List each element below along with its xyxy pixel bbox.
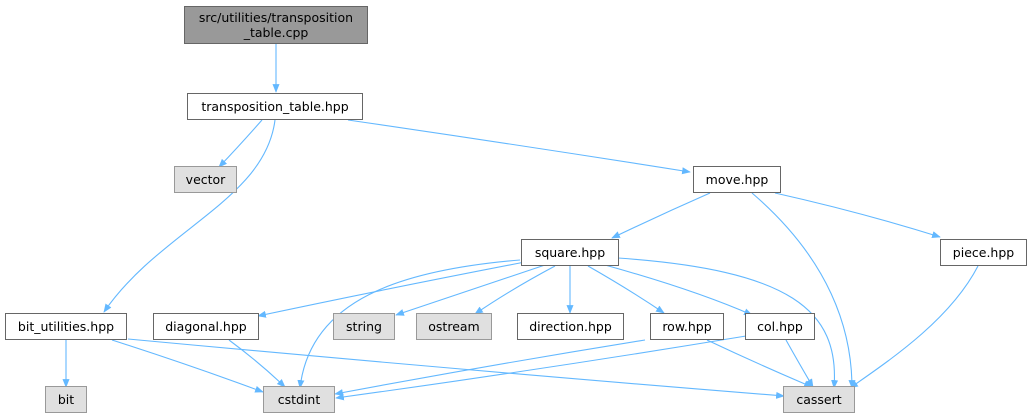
edge-square-diagonal: [257, 261, 526, 318]
node-bit[interactable]: bit: [45, 386, 87, 413]
edge-transposition-table-bit-utilities: [103, 119, 276, 313]
edge-diagonal-cstdint: [228, 339, 286, 388]
node-root-file-line1: src/utilities/transposition: [198, 10, 354, 25]
edge-move-square: [611, 192, 711, 239]
edge-square-ostream: [474, 265, 556, 315]
edge-square-string: [395, 264, 546, 316]
node-string[interactable]: string: [333, 313, 395, 340]
node-square-hpp[interactable]: square.hpp: [521, 239, 619, 266]
edge-square-col: [604, 264, 753, 316]
node-cassert[interactable]: cassert: [783, 386, 855, 413]
edge-col-cstdint: [335, 335, 747, 401]
edge-move-cassert: [751, 192, 856, 389]
node-piece-hpp[interactable]: piece.hpp: [940, 239, 1027, 266]
edge-col-cassert: [785, 339, 814, 388]
node-bit-utilities-hpp[interactable]: bit_utilities.hpp: [5, 313, 127, 340]
edge-move-piece: [774, 192, 941, 238]
edge-square-cstdint: [297, 259, 521, 389]
node-root-file[interactable]: src/utilities/transposition _table.cpp: [184, 6, 368, 44]
edge-transposition-table-vector: [218, 119, 263, 168]
node-vector[interactable]: vector: [174, 166, 237, 193]
edge-square-row: [587, 265, 665, 314]
node-transposition-table-hpp[interactable]: transposition_table.hpp: [187, 93, 363, 120]
edge-piece-cassert: [849, 265, 979, 389]
edge-bit-utilities-cassert: [127, 338, 785, 399]
node-root-file-line2: _table.cpp: [243, 25, 309, 40]
node-cstdint[interactable]: cstdint: [263, 386, 335, 413]
edge-square-cassert: [617, 257, 839, 389]
node-direction-hpp[interactable]: direction.hpp: [517, 313, 624, 340]
node-col-hpp[interactable]: col.hpp: [745, 313, 815, 340]
node-diagonal-hpp[interactable]: diagonal.hpp: [153, 313, 259, 340]
edge-row-cassert: [706, 339, 813, 388]
edge-bit-utilities-cstdint: [111, 339, 264, 393]
node-row-hpp[interactable]: row.hpp: [650, 313, 724, 340]
edge-row-cstdint: [334, 339, 646, 397]
edge-transposition-table-move: [347, 119, 691, 175]
node-move-hpp[interactable]: move.hpp: [693, 166, 781, 193]
edges: [62, 44, 979, 401]
node-ostream[interactable]: ostream: [416, 313, 492, 340]
